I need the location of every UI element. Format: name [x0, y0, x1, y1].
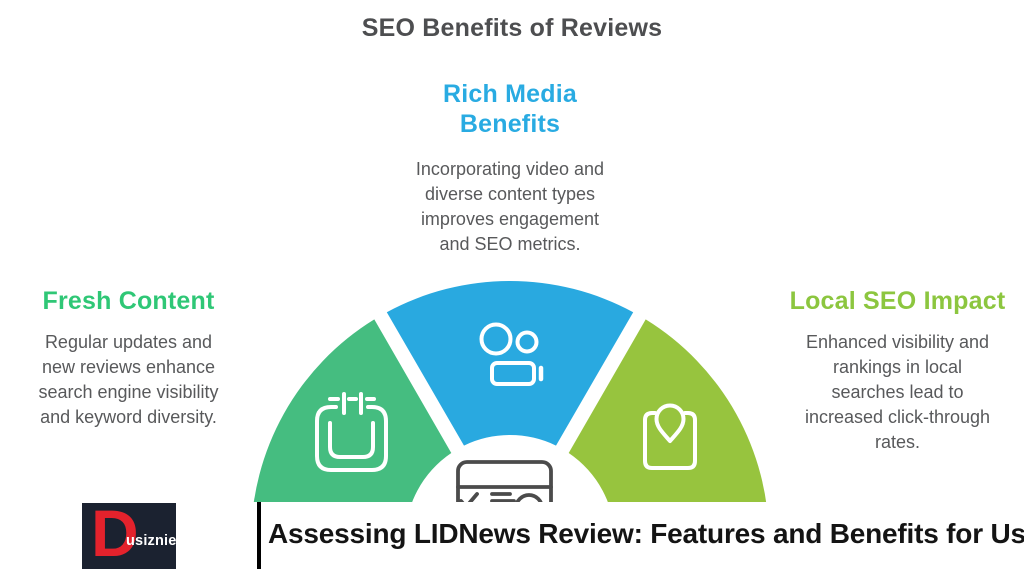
section-description: Incorporating video and diverse content … — [415, 159, 605, 254]
section-rich-media: Rich Media Benefits Incorporating video … — [390, 79, 630, 257]
logo-name: usiznies — [126, 533, 176, 549]
section-heading: Fresh Content — [42, 287, 215, 315]
banner-title: Assessing LIDNews Review: Features and B… — [268, 518, 1024, 549]
section-local-seo: Local SEO Impact Enhanced visibility and… — [780, 286, 1015, 455]
wedge-fresh-content — [251, 319, 452, 540]
location-pin-icon — [643, 403, 697, 470]
calendar-icon — [315, 392, 388, 472]
section-fresh-content: Fresh Content Regular updates and new re… — [10, 286, 247, 430]
section-heading: Local SEO Impact — [789, 287, 1006, 315]
banner-accent-bar — [257, 502, 261, 569]
logo: D usiznies — [82, 503, 176, 569]
section-description: Enhanced visibility and rankings in loca… — [804, 332, 991, 452]
video-camera-icon — [479, 322, 544, 386]
page-title: SEO Benefits of Reviews — [361, 14, 663, 42]
section-description: Regular updates and new reviews enhance … — [38, 332, 219, 427]
section-heading: Rich Media Benefits — [443, 80, 577, 138]
logo-initial: D — [91, 503, 139, 569]
wedge-local-seo — [568, 319, 769, 540]
